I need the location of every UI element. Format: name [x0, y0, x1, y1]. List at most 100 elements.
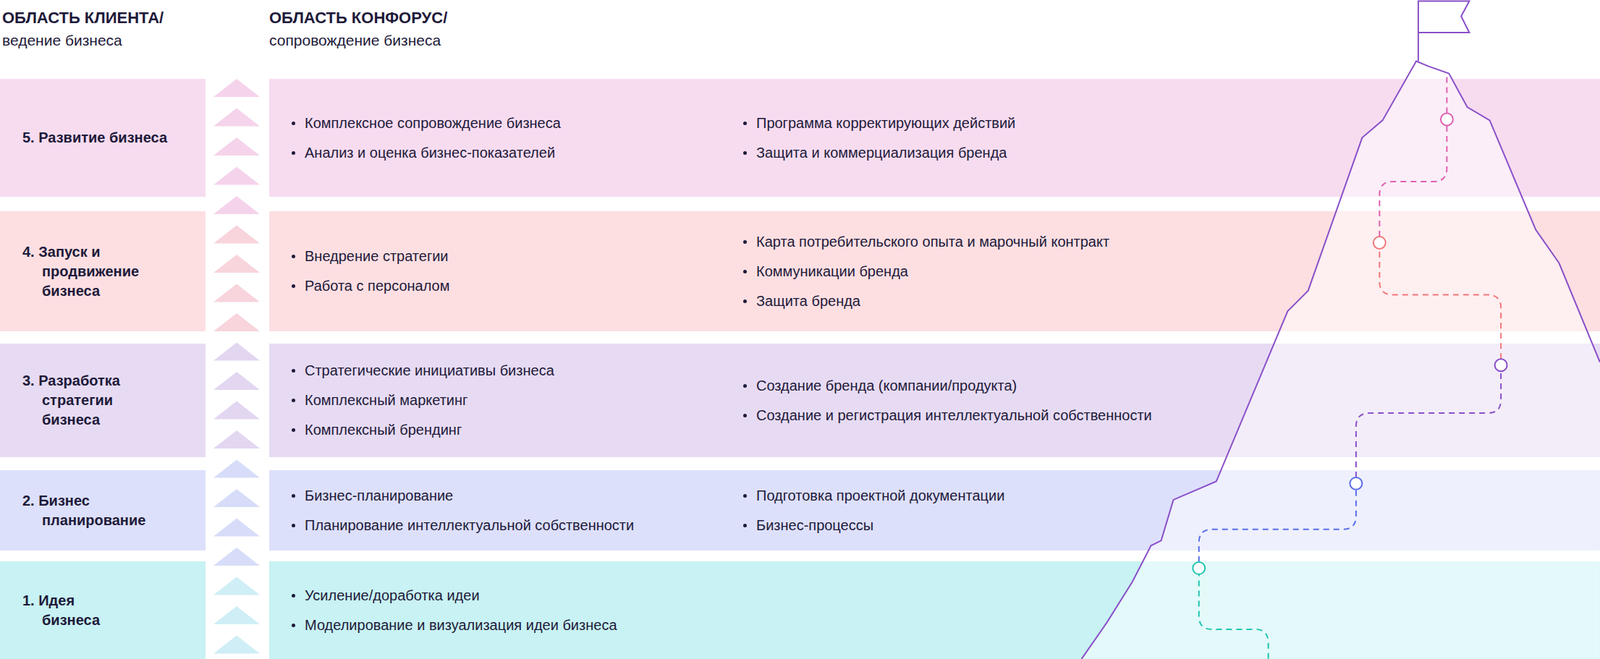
service-item: Защита и коммерциализация бренда [743, 138, 1016, 168]
trail-segment [1379, 125, 1447, 237]
service-text: Бизнес-планирование [304, 487, 454, 505]
trail-point [1373, 236, 1386, 249]
ascending-triangle [213, 636, 260, 655]
stage-title: 2. Бизнес планирование [41, 491, 169, 531]
mountain-fill [1081, 61, 1600, 659]
bullet-dot [743, 523, 747, 528]
bullet-dot [291, 428, 296, 433]
bullet-dot [743, 121, 747, 126]
stage-box: 2. Бизнес планирование [0, 470, 206, 551]
bullet-dot [743, 494, 747, 498]
stage-box: 5. Развитие бизнеса [0, 78, 206, 197]
service-column: Усиление/доработка идеиМоделирование и в… [291, 561, 618, 659]
stage-title: 5. Развитие бизнеса [41, 128, 169, 148]
service-text: Коммуникации бренда [756, 263, 909, 281]
area-subheading: сопровождение бизнеса [269, 31, 441, 50]
service-column: Внедрение стратегииРабота с персоналом [291, 211, 450, 332]
bullet-dot [291, 151, 296, 155]
trail-segment [1199, 489, 1357, 563]
ascending-triangle [213, 401, 260, 420]
service-text: Комплексный маркетинг [304, 392, 468, 409]
service-text: Внедрение стратегии [304, 248, 449, 265]
service-text: Создание бренда (компании/продукта) [756, 377, 1017, 395]
service-column: Бизнес-планированиеПланирование интеллек… [291, 470, 634, 551]
bullet-dot [743, 269, 747, 274]
bullet-dot [743, 384, 747, 388]
summit-flag [1418, 0, 1470, 61]
service-column: Стратегические инициативы бизнесаКомплек… [291, 343, 555, 458]
ascending-triangle [213, 606, 260, 625]
trail-point [1495, 358, 1508, 372]
bullet-dot [291, 398, 296, 403]
service-text: Карта потребительского опыта и марочный … [756, 233, 1110, 251]
bullet-dot [743, 240, 747, 244]
service-band: Внедрение стратегииРабота с персоналом Ка… [269, 211, 1600, 332]
ascending-triangle [213, 430, 260, 449]
service-column: Программа корректирующих действийЗащита … [743, 78, 1016, 197]
ascending-triangle [213, 108, 260, 127]
ascending-triangle [213, 577, 260, 596]
bullet-dot [291, 369, 296, 373]
trail-segment [1356, 371, 1501, 478]
bullet-dot [291, 594, 296, 598]
service-item: Создание бренда (компании/продукта) [743, 371, 1153, 401]
trail-point [1440, 113, 1454, 126]
ascending-triangle [213, 254, 260, 273]
stage-box: 3. Разработка стратегии бизнеса [0, 343, 206, 458]
area-heading: ОБЛАСТЬ КЛИЕНТА/ [2, 8, 164, 28]
service-column: Комплексное сопровождение бизнесаАнализ … [291, 78, 561, 197]
service-item: Бизнес-планирование [291, 481, 634, 511]
service-item: Планирование интеллектуальной собственно… [291, 510, 634, 541]
service-item: Моделирование и визуализация идеи бизнес… [291, 610, 618, 641]
service-item: Защита бренда [743, 286, 1110, 317]
stage-title: 4. Запуск и продвижение бизнеса [41, 242, 169, 302]
bullet-dot [291, 254, 296, 259]
ascending-triangle [213, 225, 260, 244]
service-item: Программа корректирующих действий [743, 108, 1016, 139]
service-band: Комплексное сопровождение бизнесаАнализ … [269, 78, 1600, 197]
ascending-triangle [213, 196, 260, 215]
ascending-triangle [213, 547, 260, 566]
ascending-triangle [213, 343, 260, 362]
service-text: Комплексный брендинг [304, 421, 462, 439]
trail-points [1192, 113, 1507, 575]
trail-point [1349, 477, 1362, 490]
service-text: Бизнес-процессы [756, 517, 874, 535]
bullet-dot [743, 413, 747, 418]
ascending-triangle [213, 167, 260, 186]
service-item: Комплексный брендинг [291, 415, 555, 446]
service-text: Моделирование и визуализация идеи бизнес… [304, 617, 618, 634]
mountain-outline [1081, 61, 1600, 659]
service-text: Работа с персоналом [304, 277, 450, 295]
service-band: Усиление/доработка идеиМоделирование и в… [269, 561, 1600, 659]
ascending-triangle [213, 460, 260, 479]
service-item: Внедрение стратегии [291, 241, 450, 272]
service-text: Стратегические инициативы бизнеса [304, 362, 555, 380]
ascending-triangle [213, 371, 260, 391]
stage-box: 1. Идея бизнеса [0, 561, 206, 659]
bullet-dot [291, 623, 296, 628]
trail-segment [1379, 248, 1501, 359]
bullet-dot [291, 284, 296, 289]
service-text: Подготовка проектной документации [756, 487, 1005, 505]
service-item: Стратегические инициативы бизнеса [291, 356, 555, 386]
service-item: Создание и регистрация интеллектуальной … [743, 400, 1153, 431]
ascending-triangles [213, 78, 260, 655]
service-text: Усиление/доработка идеи [304, 587, 480, 605]
service-item: Работа с персоналом [291, 271, 450, 302]
stage-title: 3. Разработка стратегии бизнеса [41, 371, 169, 430]
ascending-triangle [213, 518, 260, 537]
service-item: Коммуникации бренда [743, 256, 1110, 287]
mountain [1081, 0, 1600, 659]
service-item: Подготовка проектной документации [743, 481, 1005, 511]
service-item: Комплексный маркетинг [291, 385, 555, 416]
service-item: Анализ и оценка бизнес-показателей [291, 138, 561, 168]
service-item: Карта потребительского опыта и марочный … [743, 227, 1110, 257]
service-text: Программа корректирующих действий [756, 115, 1016, 132]
service-text: Создание и регистрация интеллектуальной … [756, 407, 1153, 425]
service-text: Анализ и оценка бизнес-показателей [304, 144, 556, 162]
ascending-triangle [213, 284, 260, 303]
service-column: Карта потребительского опыта и марочный … [743, 211, 1110, 332]
